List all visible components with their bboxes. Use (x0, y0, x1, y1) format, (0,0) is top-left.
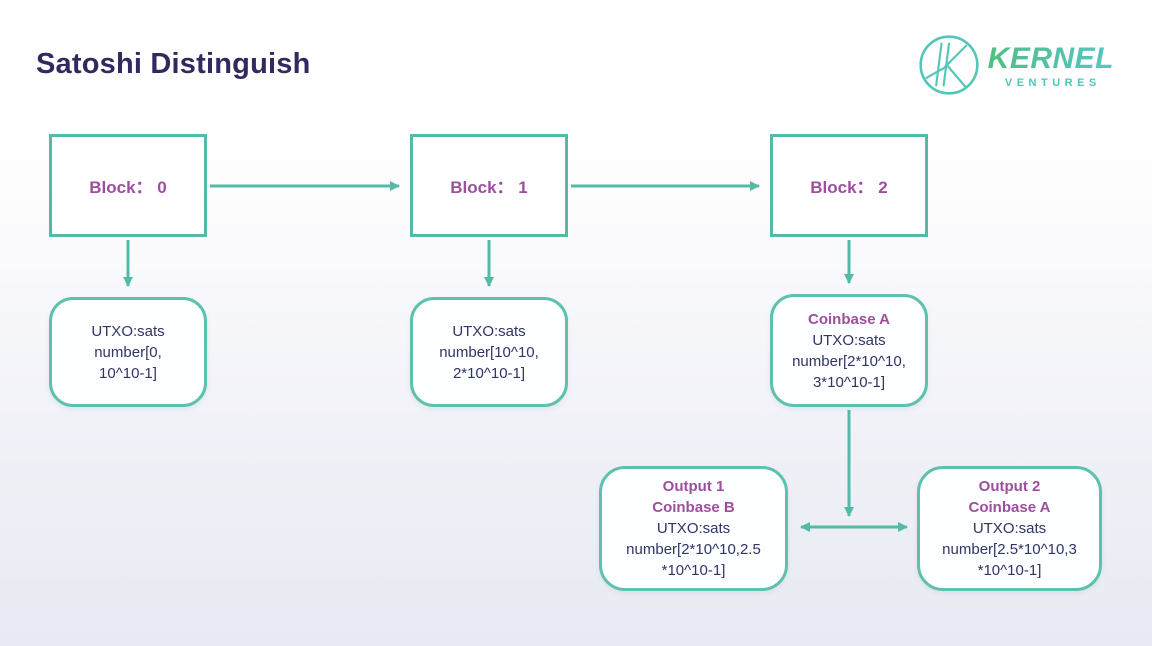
utxo-line: UTXO:sats (656, 520, 731, 537)
block-0: Block： 0 (49, 134, 207, 237)
output-1-coinbase-header: Coinbase B (652, 499, 735, 516)
kernel-sub-text: VENTURES (1004, 76, 1101, 89)
kernel-logo-icon (919, 35, 979, 95)
utxo-line: UTXO:sats (972, 520, 1047, 537)
utxo-line: *10^10-1] (977, 562, 1042, 579)
kernel-logo-text: KERNEL VENTURES (988, 42, 1114, 89)
utxo-line: UTXO:sats (91, 322, 165, 340)
coinbase-a-header: Coinbase A (808, 310, 890, 328)
block-2: Block： 2 (770, 134, 928, 237)
utxo-box-block-0: UTXO:sats number[0, 10^10-1] (49, 297, 207, 407)
utxo-line: number[2*10^10, (792, 352, 906, 370)
utxo-line: 10^10-1] (99, 364, 157, 382)
utxo-line: number[2.5*10^10,3 (942, 541, 1077, 558)
output-1-box: Output 1 Coinbase B UTXO:sats number[2*1… (599, 466, 788, 591)
output-2-coinbase-header: Coinbase A (968, 499, 1051, 516)
coinbase-a-box: Coinbase A UTXO:sats number[2*10^10, 3*1… (770, 294, 928, 407)
utxo-line: number[0, (94, 343, 162, 361)
kernel-logo: KERNEL VENTURES (918, 34, 1114, 96)
output-2-box: Output 2 Coinbase A UTXO:sats number[2.5… (917, 466, 1102, 591)
output-1-header: Output 1 (662, 478, 725, 495)
utxo-box-block-1: UTXO:sats number[10^10, 2*10^10-1] (410, 297, 568, 407)
block-2-label: Block： 2 (810, 178, 888, 197)
block-1-label: Block： 1 (450, 178, 528, 197)
block-1: Block： 1 (410, 134, 568, 237)
utxo-line: *10^10-1] (661, 562, 726, 579)
page-title: Satoshi Distinguish (36, 48, 311, 80)
block-0-label: Block： 0 (89, 178, 167, 197)
utxo-line: 3*10^10-1] (812, 373, 886, 391)
utxo-line: number[10^10, (439, 343, 539, 361)
utxo-line: UTXO:sats (812, 331, 886, 349)
utxo-line: number[2*10^10,2.5 (626, 541, 761, 558)
kernel-brand-text: KERNEL (987, 41, 1114, 75)
utxo-line: 2*10^10-1] (452, 364, 526, 382)
output-2-header: Output 2 (978, 478, 1041, 495)
utxo-line: UTXO:sats (452, 322, 526, 340)
